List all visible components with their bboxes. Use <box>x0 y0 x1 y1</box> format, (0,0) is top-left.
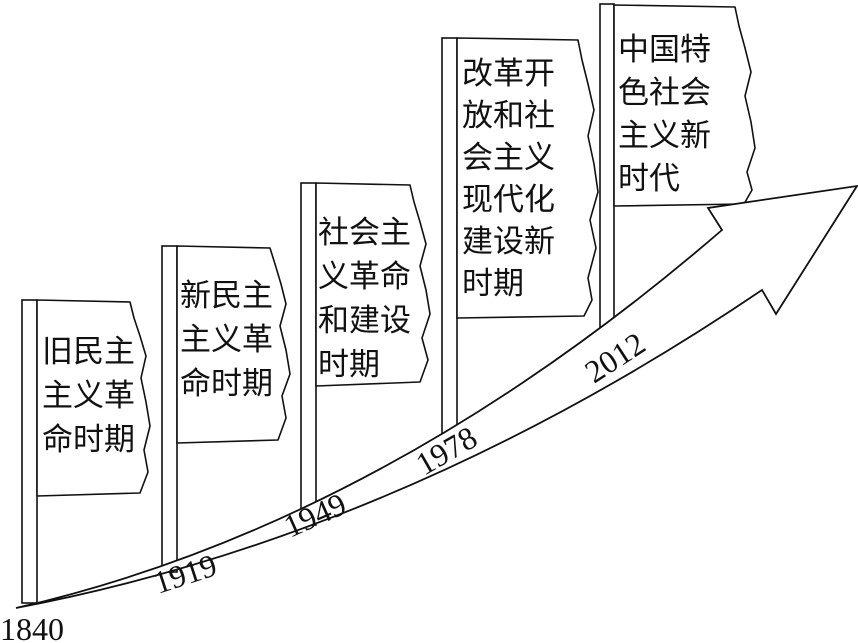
period-4-line-2: 放和社 <box>462 98 555 134</box>
period-4-line-5: 建设新 <box>462 224 555 260</box>
flag-pole-3 <box>300 182 317 526</box>
period-2-line-3: 命时期 <box>180 366 273 402</box>
period-flag-2: 新民主 主义革 命时期 <box>161 245 291 573</box>
period-1-line-2: 主义革 <box>42 378 135 414</box>
year-label-2: 1919 <box>149 547 221 601</box>
flag-banner-4 <box>456 37 599 319</box>
period-5-line-3: 主义新 <box>618 118 711 154</box>
flag-pole-4 <box>441 37 458 451</box>
period-4-line-3: 会主义 <box>462 140 555 176</box>
period-flag-5: 中国特 色社会 主义新 时代 <box>599 3 756 335</box>
year-label-1: 1840 <box>0 611 64 643</box>
period-label-4: 改革开 放和社 会主义 现代化 建设新 时期 <box>462 56 565 302</box>
year-label-3: 1949 <box>278 485 351 544</box>
flag-pole-1 <box>21 299 38 604</box>
period-4-line-1: 改革开 <box>462 56 555 92</box>
flag-pole-5 <box>599 3 615 335</box>
period-2-line-2: 主义革 <box>180 322 273 358</box>
period-label-2: 新民主 主义革 命时期 <box>180 278 283 402</box>
flag-banner-3 <box>315 182 431 387</box>
period-flag-3: 社会主 义革命 和建设 时期 <box>300 182 431 526</box>
flag-pole-2 <box>161 245 178 573</box>
flag-banner-2 <box>176 245 291 444</box>
flag-banner-1 <box>36 299 151 497</box>
period-4-line-4: 现代化 <box>462 182 555 218</box>
period-1-line-1: 旧民主 <box>42 334 135 370</box>
period-2-line-1: 新民主 <box>180 278 273 314</box>
period-5-line-1: 中国特 <box>618 32 711 68</box>
period-3-line-3: 和建设 <box>318 303 411 339</box>
period-5-line-2: 色社会 <box>618 75 711 111</box>
period-1-line-3: 命时期 <box>42 422 135 458</box>
period-flag-1: 旧民主 主义革 命时期 <box>21 299 151 604</box>
period-label-5: 中国特 色社会 主义新 时代 <box>618 32 721 197</box>
period-5-line-4: 时代 <box>618 161 680 197</box>
period-3-line-1: 社会主 <box>318 215 411 251</box>
period-label-1: 旧民主 主义革 命时期 <box>42 334 145 458</box>
timeline-arrow <box>15 184 858 609</box>
period-label-3: 社会主 义革命 和建设 时期 <box>318 215 421 383</box>
period-4-line-6: 时期 <box>462 266 524 302</box>
period-3-line-4: 时期 <box>318 347 380 383</box>
period-3-line-2: 义革命 <box>318 259 411 295</box>
